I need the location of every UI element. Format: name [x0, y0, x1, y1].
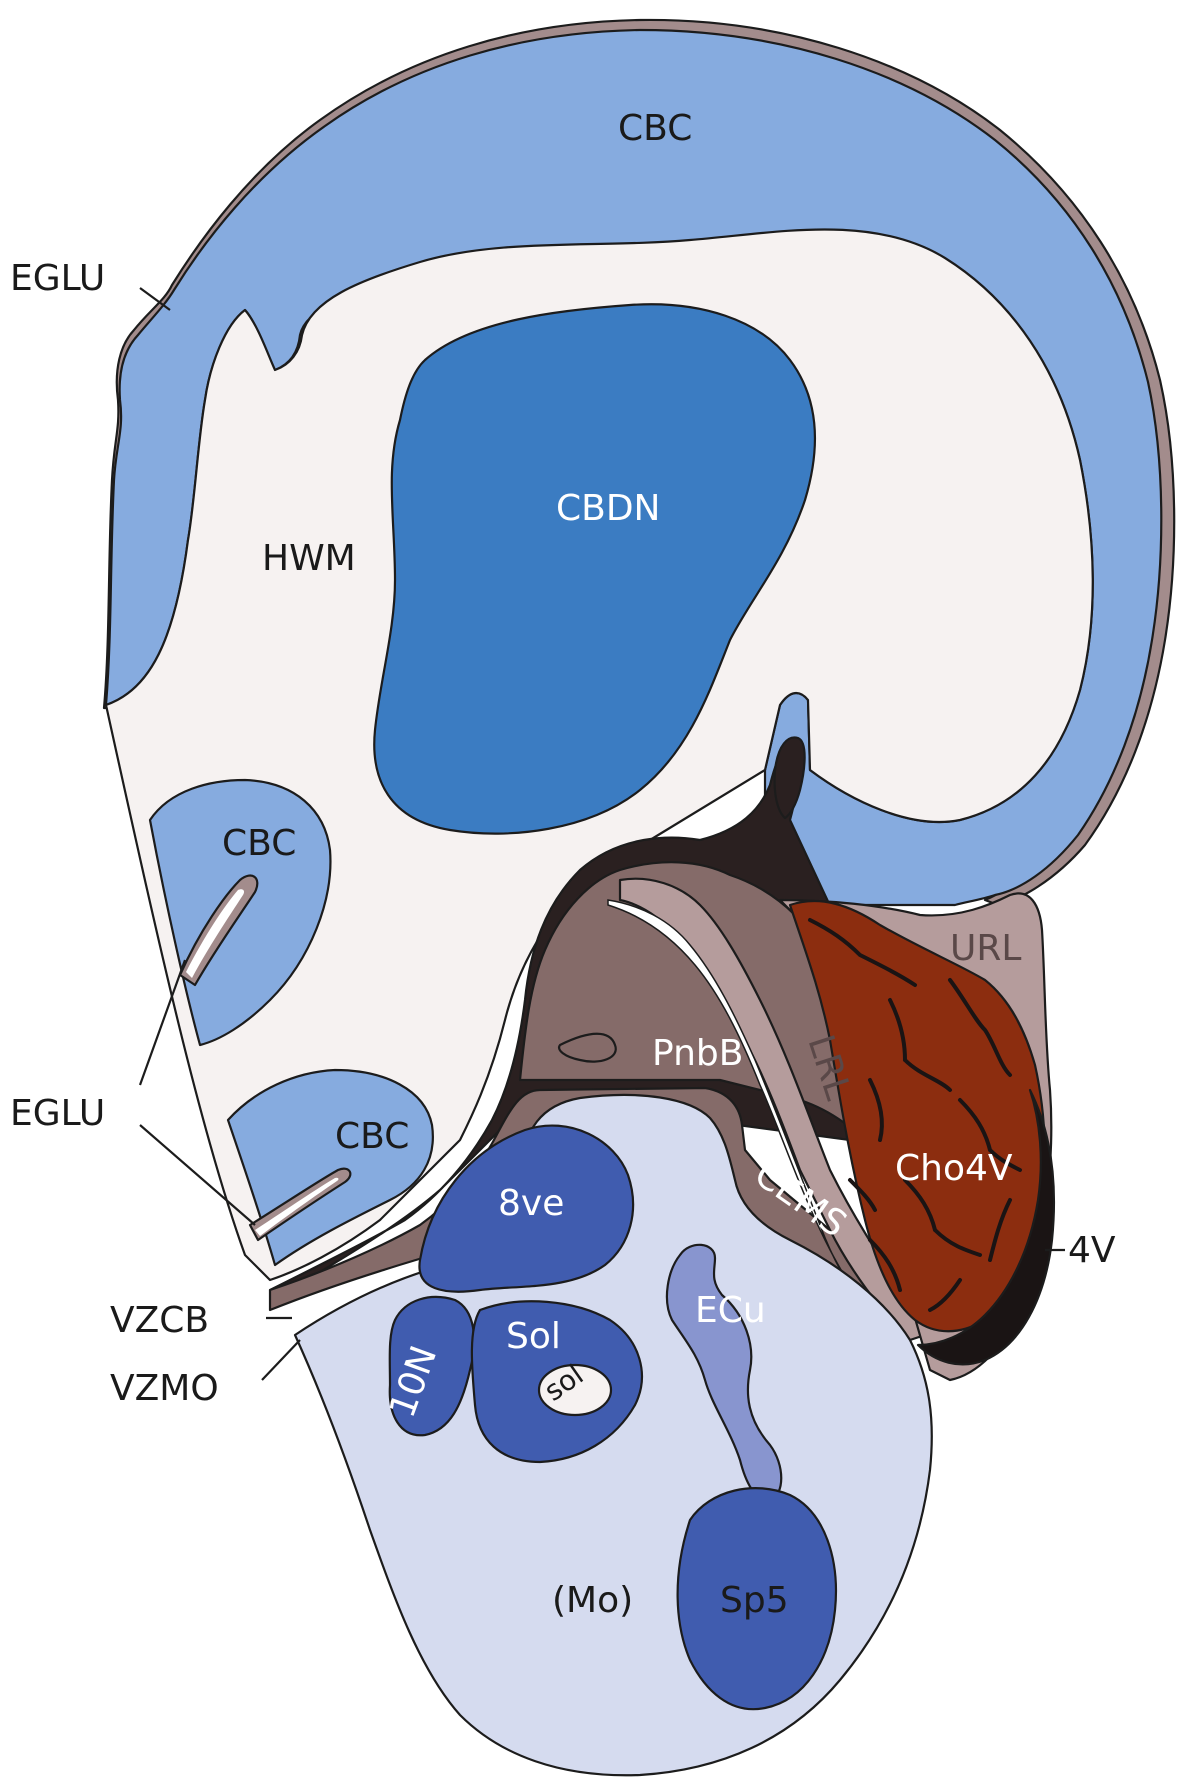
label-cbc-top: CBC	[618, 108, 692, 149]
label-pnbb: PnbB	[652, 1033, 743, 1074]
ecu-nucleus	[665, 1243, 783, 1502]
10n-nucleus	[388, 1295, 476, 1437]
sp5-nucleus	[676, 1487, 837, 1711]
8ve-nucleus	[418, 1124, 635, 1293]
label-cbdn: CBDN	[556, 488, 660, 529]
choroid-plexus-vessels	[808, 918, 1022, 1312]
label-url: URL	[950, 928, 1021, 969]
label-cbc-low: CBC	[335, 1116, 409, 1157]
label-vzmo: VZMO	[110, 1368, 219, 1409]
label-cbc-mid: CBC	[222, 823, 296, 864]
label-vzcb: VZCB	[110, 1300, 209, 1341]
label-sp5: Sp5	[720, 1580, 789, 1621]
egl-middle-fold-lumen	[186, 889, 245, 978]
label-mo: (Mo)	[552, 1580, 633, 1621]
label-cho4v: Cho4V	[895, 1148, 1013, 1189]
label-eglu-top: EGLU	[10, 258, 105, 299]
label-8ve: 8ve	[498, 1183, 564, 1224]
leader-eglu-mid-2	[139, 1124, 256, 1226]
leader-eglu-top	[139, 287, 171, 311]
fourth-ventricle-edge	[916, 1088, 1056, 1366]
label-eglu-mid: EGLU	[10, 1093, 105, 1134]
ventricular-spur	[773, 736, 806, 820]
label-ecu: ECu	[695, 1290, 766, 1331]
label-sol: Sol	[506, 1316, 561, 1357]
leader-eglu-mid-1	[138, 959, 187, 1086]
label-hwm: HWM	[262, 538, 356, 579]
pnbb-inner-fold	[558, 1032, 617, 1063]
leader-vzmo	[261, 1339, 301, 1381]
sol-tract	[537, 1363, 613, 1417]
cbdn-region	[373, 303, 816, 835]
egl-lower-fold-lumen	[255, 1177, 339, 1236]
label-4v: 4V	[1068, 1230, 1116, 1271]
